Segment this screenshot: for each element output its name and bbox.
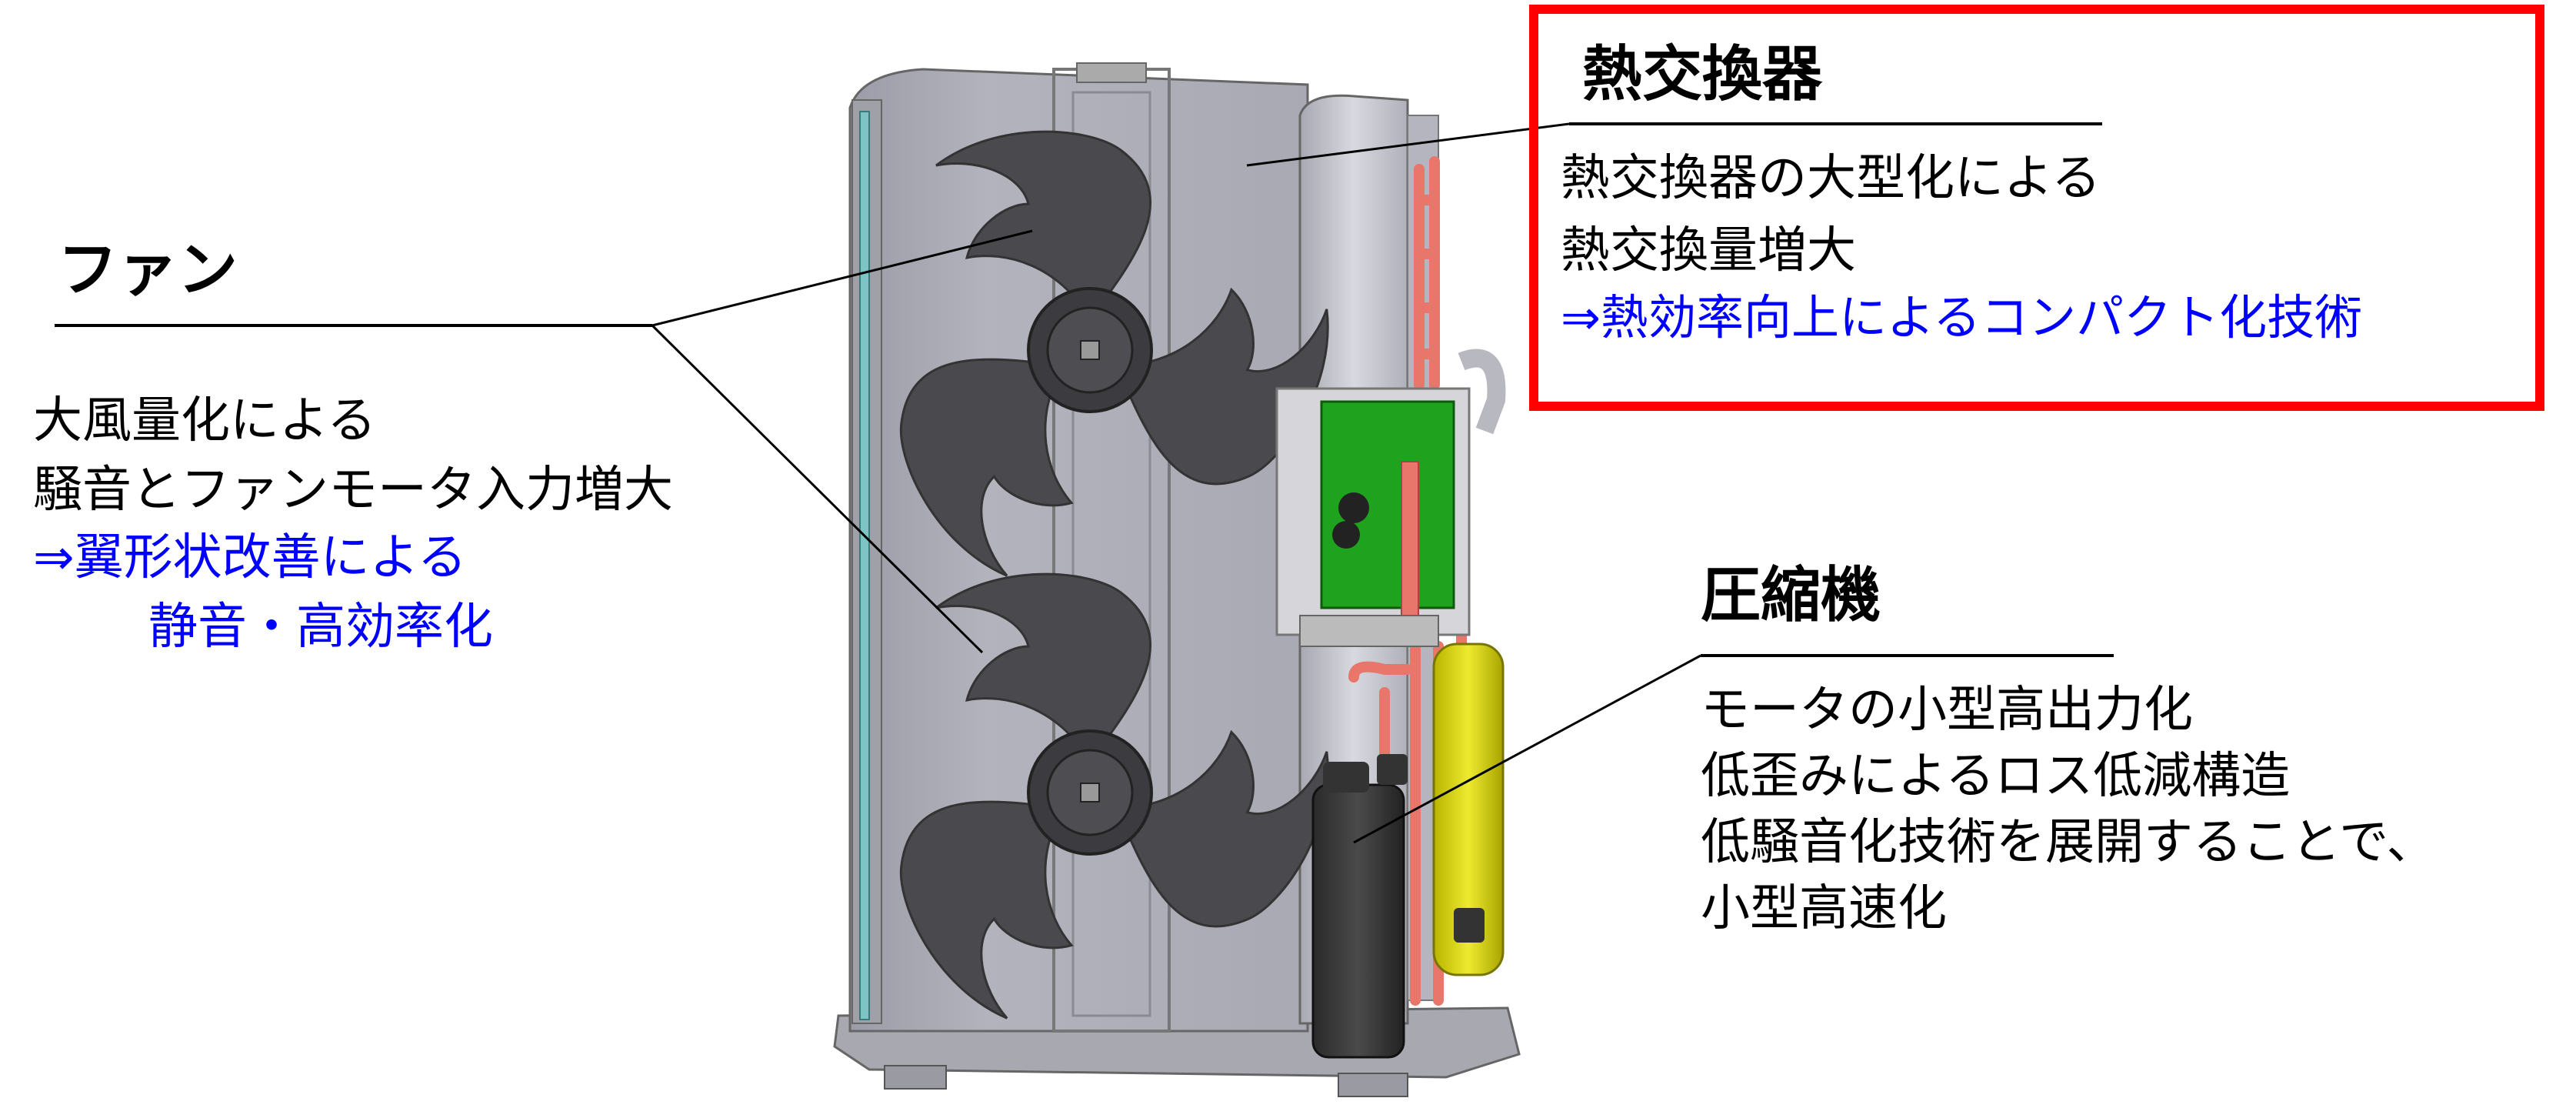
suction-pipe [1458,349,1506,435]
heat-exchanger-line-1: 熱交換器の大型化による [1561,150,2101,207]
control-box [1275,387,1471,647]
fan-title: ファン [58,235,238,305]
compressor-line-1: モータの小型高出力化 [1701,682,2193,739]
accumulator-tank [1432,642,1505,976]
heat-exchanger-line-2: 熱交換量増大 [1561,222,1856,279]
fan-line-2: 騒音とファンモータ入力増大 [33,462,673,519]
fan-line-1: 大風量化による [33,392,377,449]
compressor-line-3: 低騒音化技術を展開することで、 [1701,814,2436,871]
compressor-line-4: 小型高速化 [1701,880,1947,937]
compressor-line-2: 低歪みによるロス低減構造 [1701,748,2291,805]
compressor-title: 圧縮機 [1701,561,1881,630]
fan-improvement-2: 静音・高効率化 [148,599,493,656]
heat-exchanger-highlight-box [1529,5,2544,411]
compressor [1311,754,1485,1059]
fan-improvement-1: ⇒翼形状改善による [33,529,467,586]
leader-lines [55,122,2114,844]
heat-exchanger-title: 熱交換器 [1582,40,1823,109]
heat-exchanger-improvement: ⇒熱効率向上によるコンパクト化技術 [1561,289,2363,345]
